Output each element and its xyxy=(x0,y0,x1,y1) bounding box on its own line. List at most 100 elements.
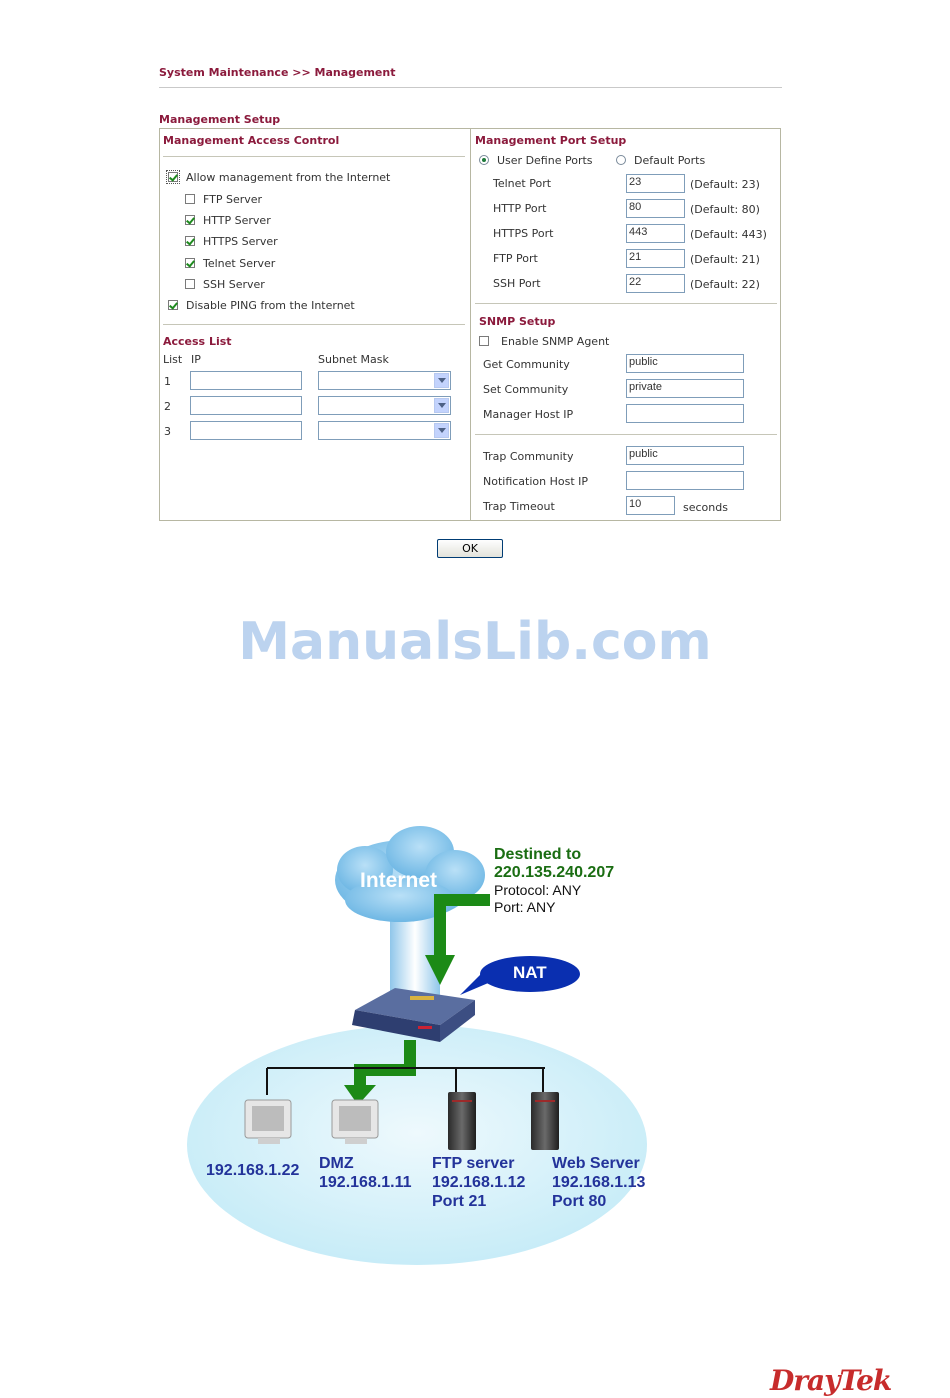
http-port-default: (Default: 80) xyxy=(690,203,760,216)
server-icon xyxy=(448,1092,476,1150)
draytek-logo: DrayTek xyxy=(770,1364,892,1397)
watermark: ManualsLib.com xyxy=(238,612,712,672)
chevron-down-icon[interactable] xyxy=(434,423,449,438)
chevron-down-icon[interactable] xyxy=(434,373,449,388)
page-title: Management Setup xyxy=(159,113,281,126)
access-list-mask-select[interactable] xyxy=(318,396,451,415)
internet-label: Internet xyxy=(360,869,438,892)
access-list-title: Access List xyxy=(163,335,232,348)
manager-host-label: Manager Host IP xyxy=(483,408,574,421)
ok-button[interactable]: OK xyxy=(437,539,503,558)
protocol-label: Protocol: ANY xyxy=(494,882,582,898)
access-list-row-number: 2 xyxy=(164,400,171,413)
notification-host-label: Notification Host IP xyxy=(483,475,589,488)
manager-host-input[interactable] xyxy=(626,404,744,423)
ftp-server-port: Port 21 xyxy=(432,1193,487,1210)
user-define-ports-radio[interactable] xyxy=(479,155,489,165)
https-port-label: HTTPS Port xyxy=(493,227,554,240)
dmz-ip-label: 192.168.1.11 xyxy=(319,1174,412,1191)
trap-timeout-input[interactable]: 10 xyxy=(626,496,675,515)
allow-internet-checkbox[interactable] xyxy=(166,170,180,184)
monitor-icon xyxy=(244,1099,292,1144)
breadcrumb: System Maintenance >> Management xyxy=(159,66,396,79)
get-community-input[interactable]: public xyxy=(626,354,744,373)
ftp-server-ip: 192.168.1.12 xyxy=(432,1174,526,1191)
web-server-name: Web Server xyxy=(552,1155,640,1172)
http-server-checkbox[interactable] xyxy=(185,215,195,225)
divider xyxy=(163,156,465,157)
chevron-down-icon[interactable] xyxy=(434,398,449,413)
allow-internet-label: Allow management from the Internet xyxy=(186,171,391,184)
web-server-port: Port 80 xyxy=(552,1193,607,1210)
divider xyxy=(475,434,777,435)
ftp-port-label: FTP Port xyxy=(493,252,538,265)
server-icon xyxy=(531,1092,559,1150)
http-port-input[interactable]: 80 xyxy=(626,199,685,218)
ssh-port-input[interactable]: 22 xyxy=(626,274,685,293)
trap-community-input[interactable]: public xyxy=(626,446,744,465)
access-list-col-list: List xyxy=(163,353,183,366)
divider xyxy=(475,303,777,304)
monitor-icon xyxy=(331,1099,379,1144)
port-setup-title: Management Port Setup xyxy=(475,134,627,147)
ftp-server-checkbox[interactable] xyxy=(185,194,195,204)
destined-label: Destined to xyxy=(494,846,582,863)
telnet-port-label: Telnet Port xyxy=(493,177,552,190)
default-ports-radio[interactable] xyxy=(616,155,626,165)
enable-snmp-label: Enable SNMP Agent xyxy=(501,335,610,348)
port-label: Port: ANY xyxy=(494,899,556,915)
telnet-server-checkbox[interactable] xyxy=(185,258,195,268)
get-community-label: Get Community xyxy=(483,358,570,371)
access-list-row-number: 1 xyxy=(164,375,171,388)
disable-ping-checkbox[interactable] xyxy=(168,300,178,310)
user-define-ports-label: User Define Ports xyxy=(497,154,593,167)
traffic-arrow-line xyxy=(434,894,490,960)
access-list-mask-select[interactable] xyxy=(318,371,451,390)
header-divider xyxy=(159,87,782,88)
lan-ellipse xyxy=(187,1025,647,1265)
router-icon xyxy=(352,988,475,1042)
https-port-input[interactable]: 443 xyxy=(626,224,685,243)
arrow-down-icon xyxy=(425,955,455,985)
destination-ip: 220.135.240.207 xyxy=(494,864,615,881)
ssh-port-label: SSH Port xyxy=(493,277,541,290)
set-community-input[interactable]: private xyxy=(626,379,744,398)
enable-snmp-checkbox[interactable] xyxy=(479,336,489,346)
ftp-port-default: (Default: 21) xyxy=(690,253,760,266)
access-list-ip-input[interactable] xyxy=(190,371,302,390)
ftp-server-name: FTP server xyxy=(432,1155,515,1172)
access-list-col-ip: IP xyxy=(191,353,201,366)
host-ip-label: 192.168.1.22 xyxy=(206,1162,300,1179)
disable-ping-label: Disable PING from the Internet xyxy=(186,299,355,312)
telnet-server-label: Telnet Server xyxy=(203,257,276,270)
trap-community-label: Trap Community xyxy=(483,450,574,463)
access-control-title: Management Access Control xyxy=(163,134,340,147)
snmp-title: SNMP Setup xyxy=(479,315,556,328)
ssh-port-default: (Default: 22) xyxy=(690,278,760,291)
nat-label: NAT xyxy=(513,963,547,982)
ftp-server-label: FTP Server xyxy=(203,193,263,206)
access-list-ip-input[interactable] xyxy=(190,396,302,415)
access-list-ip-input[interactable] xyxy=(190,421,302,440)
web-server-ip: 192.168.1.13 xyxy=(552,1174,646,1191)
panel-column-divider xyxy=(470,128,471,521)
lan-arrow-line xyxy=(354,1040,416,1090)
arrow-down-icon xyxy=(344,1085,376,1105)
http-server-label: HTTP Server xyxy=(203,214,271,227)
default-ports-label: Default Ports xyxy=(634,154,706,167)
https-server-checkbox[interactable] xyxy=(185,236,195,246)
nat-bubble xyxy=(460,956,580,995)
ssh-server-checkbox[interactable] xyxy=(185,279,195,289)
access-list-row-number: 3 xyxy=(164,425,171,438)
notification-host-input[interactable] xyxy=(626,471,744,490)
ssh-server-label: SSH Server xyxy=(203,278,265,291)
ftp-port-input[interactable]: 21 xyxy=(626,249,685,268)
divider xyxy=(163,324,465,325)
set-community-label: Set Community xyxy=(483,383,569,396)
dmz-label: DMZ xyxy=(319,1155,354,1172)
cloud-icon xyxy=(335,826,485,922)
telnet-port-input[interactable]: 23 xyxy=(626,174,685,193)
http-port-label: HTTP Port xyxy=(493,202,547,215)
trap-timeout-label: Trap Timeout xyxy=(483,500,555,513)
access-list-mask-select[interactable] xyxy=(318,421,451,440)
